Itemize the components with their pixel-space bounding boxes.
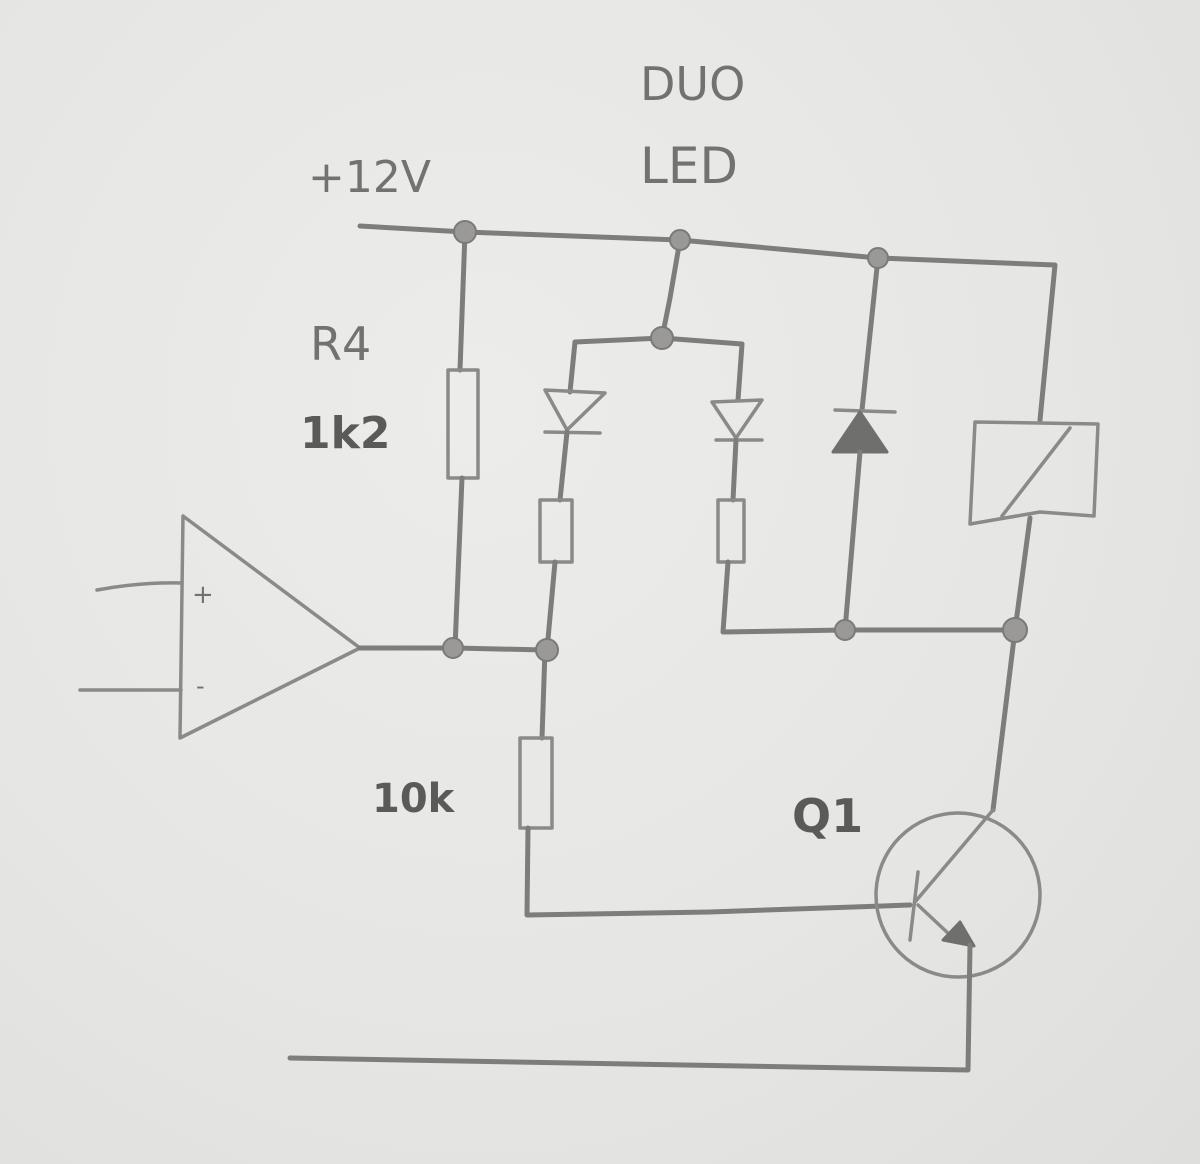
junction-node [650,326,674,350]
duo-led-title-line1: DUO [640,57,745,111]
junction-node [834,619,856,641]
left-led-mid-wire [557,429,570,503]
opamp-plus-sign: + [192,580,214,610]
left-led-diode-icon [543,388,607,435]
relay-bottom-wire [990,515,1033,813]
transistor-emitter-arrow-icon [941,920,976,948]
transistor-emitter-line [916,903,952,937]
freewheel-diode-bottom-wire [842,449,863,633]
right-led-mid-wire [730,437,739,503]
base-resistor-value-label: 10k [372,776,456,822]
duo-led-title-line2: LED [640,137,738,195]
junction-node [535,638,559,662]
led-common-wire [659,237,683,341]
left-led-resistor-body [538,498,574,564]
junction-node [867,247,889,269]
opamp-plus-input-wire [95,581,184,592]
r4-name-label: R4 [310,317,371,371]
base-resistor-top-wire [539,647,548,741]
r4-bottom-wire [452,475,465,651]
transistor-q1-circle [874,811,1042,979]
base-resistor-body [518,736,554,830]
relay-coil-icon [968,420,1100,526]
right-led-bottom-wire [720,559,1018,635]
junction-node [442,637,464,659]
opamp-triangle [178,514,362,740]
base-wire [524,825,913,918]
transistor-name-label: Q1 [792,789,863,843]
junction-node [669,229,691,251]
r4-top-wire [457,229,468,373]
r4-resistor-body [446,368,480,480]
right-led-diode-icon [710,398,764,442]
left-led-bottom-wire [544,559,558,653]
freewheel-diode-triangle-icon [831,410,889,454]
junction-node [1002,617,1028,643]
supply-voltage-label: +12V [308,152,431,203]
transistor-base-bar [908,870,920,942]
right-led-resistor-body [716,498,746,564]
r4-value-label: 1k2 [300,408,391,459]
freewheel-diode-bar [833,408,897,414]
supply-rail-wire [357,223,1058,423]
transistor-collector-line [913,808,995,904]
opamp-minus-sign: - [196,672,205,700]
junction-node [453,220,477,244]
freewheel-diode-top-wire [859,255,881,413]
left-led-top-wire [567,339,578,395]
right-led-top-wire [735,341,745,403]
emitter-ground-wire [287,942,973,1073]
